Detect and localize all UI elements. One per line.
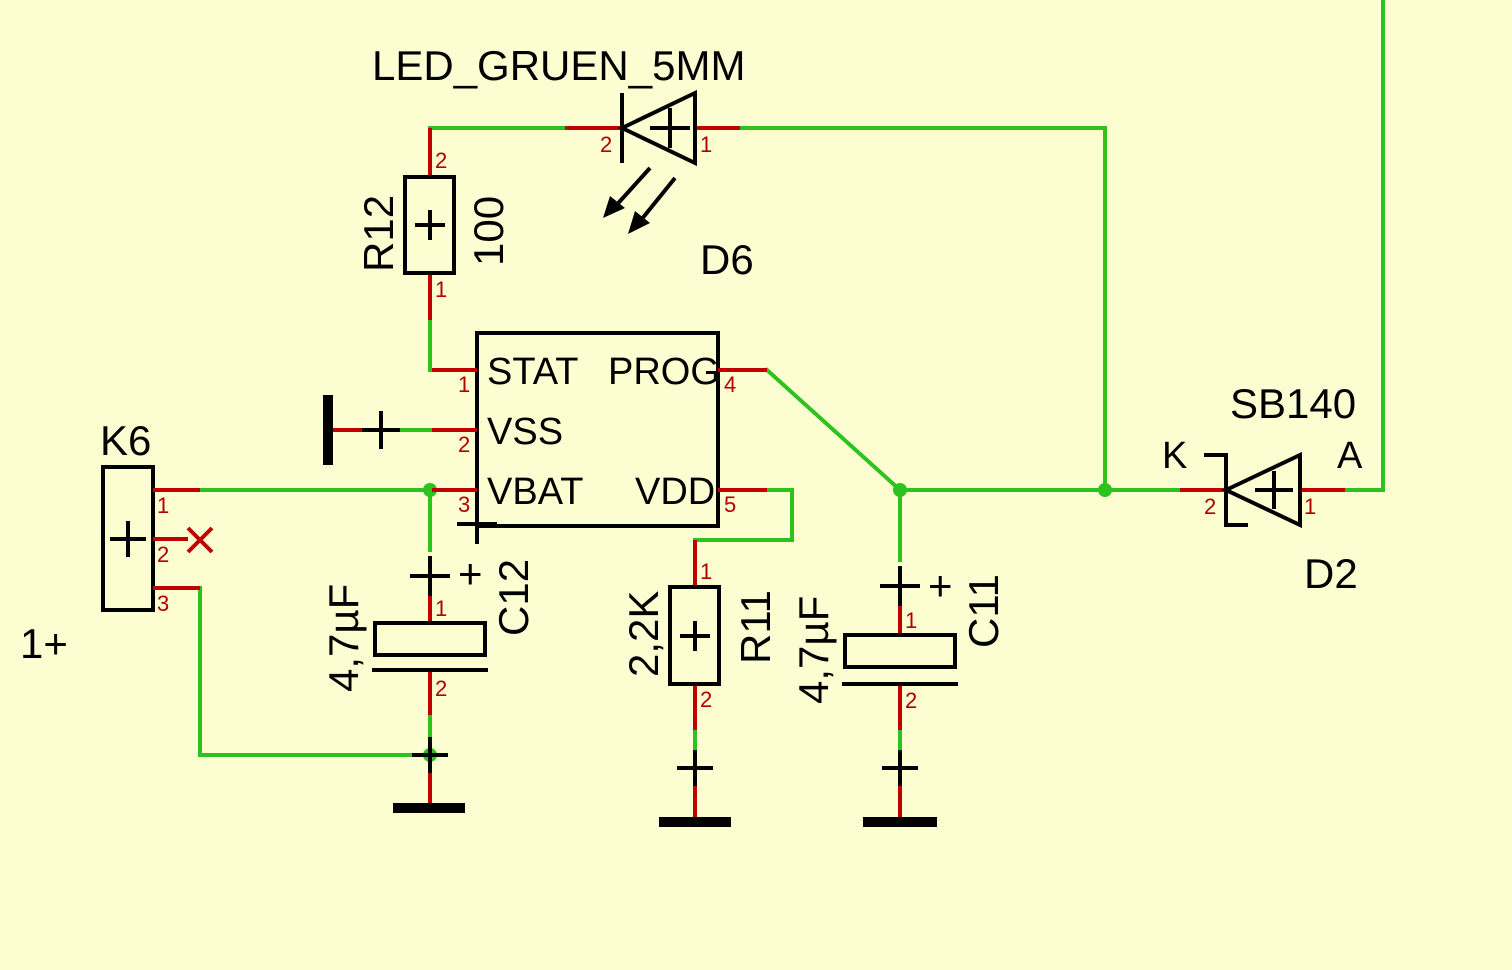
wire-prog[interactable] [764, 367, 903, 493]
led-light-arrows [603, 166, 677, 234]
r11-pin-1: 1 [700, 559, 712, 584]
d2-pin-2: 2 [1204, 494, 1216, 519]
ic-pin-vss: VSS [487, 411, 563, 453]
led-pin-2: 2 [600, 132, 612, 157]
k6-pin-1: 1 [157, 493, 169, 518]
d2-pin-1: 1 [1304, 494, 1316, 519]
led-d6[interactable]: 2 1 LED_GRUEN_5MM D6 [372, 42, 754, 283]
ic-num-4: 4 [724, 372, 736, 397]
ground-r11 [659, 750, 731, 827]
ic-num-5: 5 [724, 492, 736, 517]
ic-num-2: 2 [458, 432, 470, 457]
ic-pin-vbat: VBAT [487, 471, 583, 513]
ic-num-3: 3 [458, 492, 470, 517]
r11-ref: R11 [732, 590, 779, 664]
c11-pin-1: 1 [905, 608, 917, 633]
ic-pin-stat: STAT [487, 351, 578, 393]
capacitor-c11[interactable]: + 1 2 4,7µF C11 [790, 562, 1007, 730]
junction-prog [893, 483, 907, 497]
r11-value: 2,2K [620, 591, 667, 677]
k6-pin-2: 2 [157, 542, 169, 567]
d2-ref: D2 [1304, 550, 1358, 597]
c12-plus: + [458, 550, 483, 597]
c12-pin-2: 2 [435, 676, 447, 701]
k6-ref: K6 [100, 417, 151, 464]
wire-r12-stat[interactable] [428, 318, 434, 372]
wire-d2-anode[interactable] [1343, 0, 1385, 492]
ground-c12 [393, 737, 465, 813]
no-connect-icon [186, 526, 214, 554]
ground-vss [323, 395, 400, 465]
r12-pin-1: 1 [435, 277, 447, 302]
ic-pin-vdd: VDD [635, 471, 715, 513]
c12-value: 4,7µF [320, 584, 367, 692]
d2-a: A [1337, 435, 1363, 477]
junction-led [1098, 483, 1112, 497]
k6-pin-3: 3 [157, 591, 169, 616]
charger-ic[interactable]: STAT VSS VBAT PROG VDD 1 2 3 4 5 [432, 331, 767, 544]
wire-k6-3[interactable] [198, 586, 432, 757]
connector-k6[interactable]: 1 2 3 K6 1+ [20, 417, 214, 667]
led-pin-1: 1 [700, 132, 712, 157]
wire-led-cathode[interactable] [738, 126, 1107, 492]
diode-d2[interactable]: 2 1 K A SB140 D2 [1162, 380, 1363, 597]
c11-pin-2: 2 [905, 688, 917, 713]
d2-k: K [1162, 435, 1187, 477]
r12-ref: R12 [355, 195, 402, 272]
led-value: LED_GRUEN_5MM [372, 42, 745, 89]
ic-pin-prog: PROG [608, 351, 720, 393]
ground-c11 [863, 750, 937, 827]
junction-vbat [423, 483, 437, 497]
capacitor-c12[interactable]: + 1 2 4,7µF C12 [320, 550, 537, 715]
d2-value: SB140 [1230, 380, 1356, 427]
r11-pin-2: 2 [700, 687, 712, 712]
ic-num-1: 1 [458, 372, 470, 397]
wire-led-r12[interactable] [428, 126, 567, 177]
c11-value: 4,7µF [790, 596, 837, 704]
c11-plus: + [928, 562, 953, 609]
r12-pin-2: 2 [435, 148, 447, 173]
c11-ref: C11 [960, 574, 1007, 648]
c12-ref: C12 [490, 559, 537, 636]
k6-label: 1+ [20, 620, 68, 667]
led-ref: D6 [700, 236, 754, 283]
resistor-r12[interactable]: 2 1 R12 100 [355, 128, 512, 320]
c12-pin-1: 1 [435, 596, 447, 621]
r12-value: 100 [465, 196, 512, 266]
resistor-r11[interactable]: 1 2 2,2K R11 [620, 540, 779, 730]
